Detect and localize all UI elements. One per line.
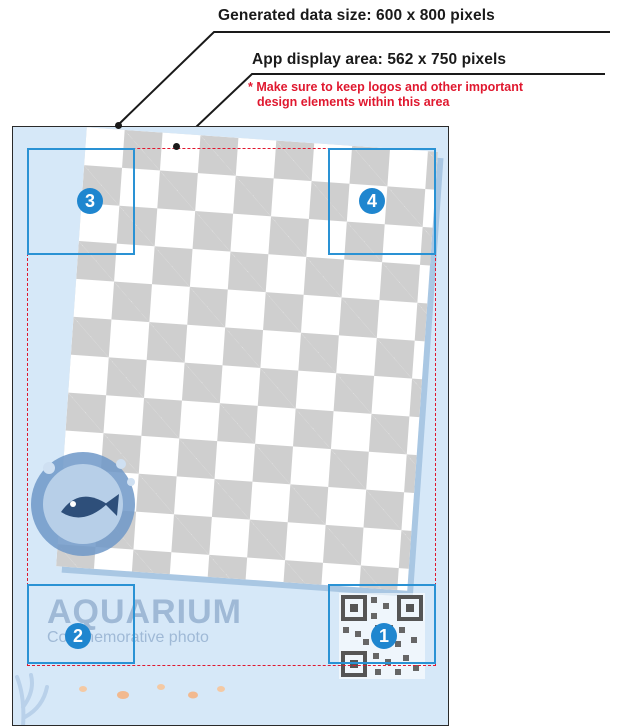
safe-area-note: * Make sure to keep logos and other impo… bbox=[248, 80, 523, 110]
zone-1: 1 bbox=[328, 584, 436, 664]
zone-3-badge: 3 bbox=[77, 188, 103, 214]
zone-2: 2 bbox=[27, 584, 135, 664]
display-area-pointer bbox=[173, 143, 180, 150]
zone-2-badge: 2 bbox=[65, 623, 91, 649]
zone-4-badge: 4 bbox=[359, 188, 385, 214]
generated-size-leader bbox=[118, 32, 610, 125]
zone-3: 3 bbox=[27, 148, 135, 255]
fish-emblem-icon bbox=[21, 442, 151, 572]
generated-size-label: Generated data size: 600 x 800 pixels bbox=[218, 7, 495, 25]
zone-4: 4 bbox=[328, 148, 436, 255]
safe-area-note-line1: * Make sure to keep logos and other impo… bbox=[248, 80, 523, 95]
zone-1-badge: 1 bbox=[371, 623, 397, 649]
display-area-label: App display area: 562 x 750 pixels bbox=[252, 51, 506, 69]
pebbles-decoration-icon bbox=[53, 675, 293, 705]
generated-size-pointer bbox=[115, 122, 122, 129]
safe-area-note-line2: design elements within this area bbox=[248, 95, 523, 110]
